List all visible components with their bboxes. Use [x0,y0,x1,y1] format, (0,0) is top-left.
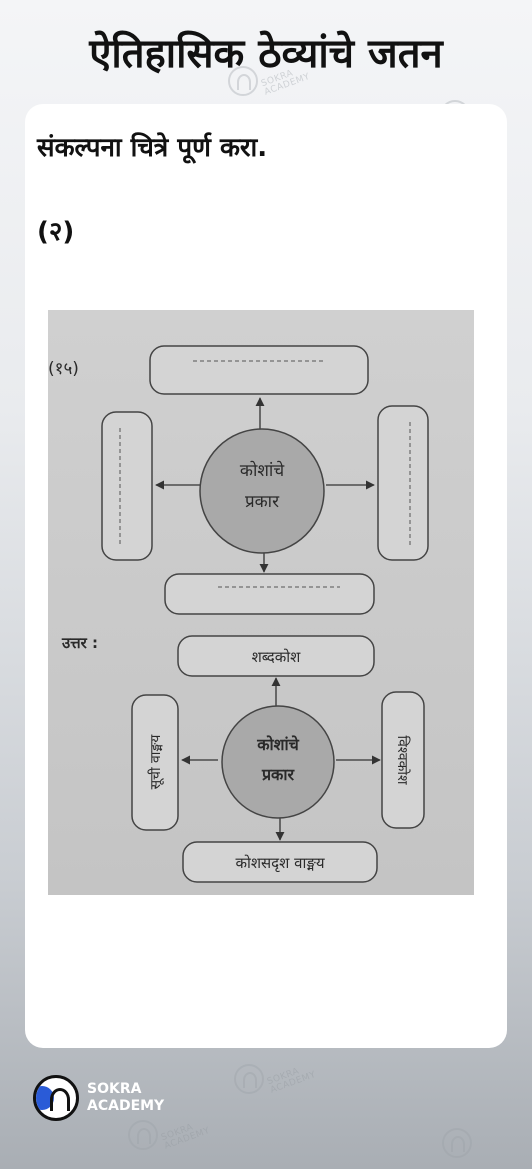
blank-box-top [149,345,369,395]
answer-right: विश्वकोश [394,735,411,785]
center-label-line2: प्रकार [245,492,280,512]
content-card: संकल्पना चित्रे पूर्ण करा. (२) (१५) [25,104,507,1048]
center-label-line1: कोशांचे [240,460,285,481]
brand-logo: SOKRA ACADEMY [33,1075,164,1121]
brand-name: SOKRA ACADEMY [87,1081,164,1115]
question-number: (२) [37,217,75,247]
watermark [442,1128,472,1158]
answer-bottom: कोशसदृश वाङ्मय [235,854,324,873]
answer-box-left [131,694,179,831]
answer-center-circle [221,705,335,819]
concept-map-image: (१५) कोशांचे प्रकार उत्तर : शब्दकोश सूची… [48,310,474,895]
answer-box-bottom [182,841,378,883]
question-title: संकल्पना चित्रे पूर्ण करा. [37,133,268,163]
answer-left: सूची वाङ्मय [147,734,164,790]
page-title: ऐतिहासिक ठेव्यांचे जतन [89,31,443,77]
brand-line1: SOKRA [87,1081,142,1097]
blank-box-left [101,411,153,561]
answer-center-line2: प्रकार [261,765,296,784]
figure-number: (१५) [48,359,79,379]
blank-box-bottom [164,573,375,615]
answer-center-line1: कोशांचे [256,735,299,754]
answer-top: शब्दकोश [252,648,302,666]
answer-box-top [177,635,375,677]
sokra-logo-icon [33,1075,79,1121]
answer-label: उत्तर : [61,634,98,652]
center-circle [199,428,325,554]
blank-box-right [377,405,429,561]
answer-box-right [381,691,425,829]
concept-map-diagram: (१५) कोशांचे प्रकार उत्तर : शब्दकोश सूची… [48,345,429,883]
brand-line2: ACADEMY [87,1098,165,1114]
